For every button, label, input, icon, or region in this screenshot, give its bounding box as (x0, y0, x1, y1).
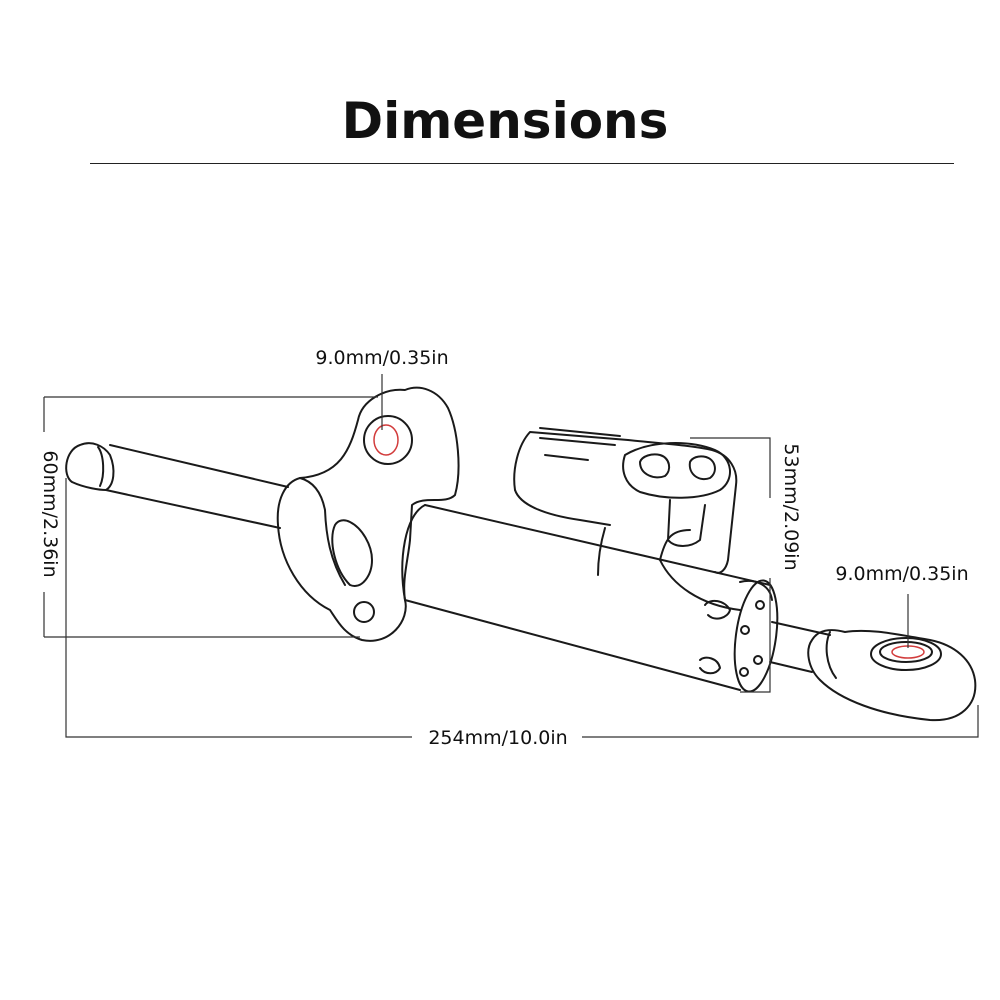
piston-rod (65, 442, 289, 529)
rod-end (807, 629, 977, 722)
rod-tip (65, 442, 115, 491)
end-cap (733, 579, 779, 693)
overall-length-label: 254mm/10.0in (428, 727, 567, 749)
page-title: Dimensions (341, 92, 669, 150)
title-divider (90, 163, 954, 164)
reservoir (513, 431, 738, 574)
bracket-slot (331, 519, 373, 587)
mounting-bracket (276, 386, 460, 642)
cylinder-height-line (690, 437, 771, 693)
overall-length-line (65, 478, 979, 738)
bracket-boss (363, 415, 413, 465)
bracket-height-label: 60mm/2.36in (39, 450, 61, 577)
right-hole-label: 9.0mm/0.35in (835, 563, 968, 585)
adjuster-knob (622, 442, 731, 499)
bracket-lower-hole (353, 601, 375, 623)
rod-end-assembly (769, 621, 977, 722)
cylinder-height-label: 53mm/2.09in (780, 443, 802, 570)
left-hole-marker (373, 424, 399, 456)
left-hole-label: 9.0mm/0.35in (315, 347, 448, 369)
damper-cylinder (401, 427, 779, 693)
bracket-height-line (43, 396, 378, 638)
